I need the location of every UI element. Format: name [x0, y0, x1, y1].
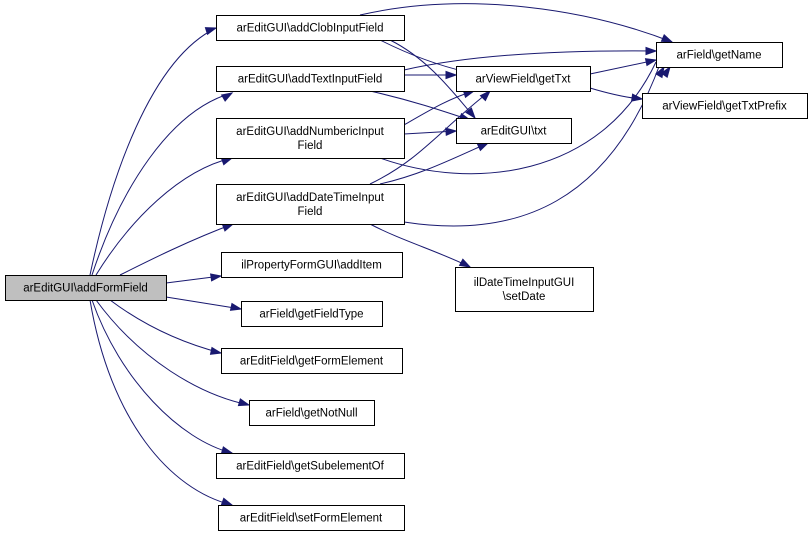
arrowhead-icon [660, 65, 671, 79]
call-edge [379, 142, 489, 185]
node-label: arEditField\getSubelementOf [236, 461, 384, 473]
node-box [456, 66, 591, 92]
call-edge [403, 63, 661, 227]
node-label: arViewField\getTxt [475, 74, 571, 86]
call-edge [359, 3, 673, 43]
call-edge [165, 296, 242, 310]
node-label: arField\getFieldType [259, 309, 363, 321]
node-root[interactable]: arEditGUI\addFormField [5, 275, 167, 301]
node-box [456, 118, 572, 144]
arrowhead-icon [204, 27, 218, 36]
node-box [642, 93, 808, 119]
node-label: arEditGUI\addClobInputField [236, 23, 383, 35]
node-label: arField\getName [676, 50, 761, 62]
node-box [216, 66, 405, 92]
arrowhead-icon [445, 70, 458, 80]
node-box [221, 252, 403, 278]
node-box [5, 275, 167, 301]
arrowhead-icon [631, 93, 644, 102]
node-label: arViewField\getTxtPrefix [662, 101, 787, 113]
node-label: arEditGUI\addTextInputField [238, 74, 382, 86]
node-label: ilPropertyFormGUI\addItem [241, 260, 382, 272]
node-getTxtPrefix[interactable]: arViewField\getTxtPrefix [642, 93, 808, 119]
call-edge [109, 299, 222, 354]
node-getNotNull[interactable]: arField\getNotNull [249, 400, 375, 426]
node-addText[interactable]: arEditGUI\addTextInputField [216, 66, 405, 92]
nodes-layer: arEditGUI\addFormField arEditGUI\addClobI… [5, 15, 808, 531]
node-label: arEditGUI\txt [481, 126, 548, 138]
call-edge [589, 59, 657, 75]
node-getFieldType[interactable]: arField\getFieldType [241, 301, 383, 327]
arrowhead-icon [237, 398, 251, 407]
node-getSubelementOf[interactable]: arEditField\getSubelementOf [216, 453, 405, 479]
arrowhead-icon [221, 223, 235, 232]
node-box [249, 400, 375, 426]
node-label: \setDate [503, 291, 546, 303]
arrowhead-icon [645, 46, 658, 56]
arrowhead-icon [644, 58, 658, 67]
node-setFormElement[interactable]: arEditField\setFormElement [218, 505, 405, 531]
node-label: arEditField\getFormElement [240, 356, 384, 368]
node-label: arEditGUI\addFormField [23, 283, 148, 295]
node-box [241, 301, 383, 327]
arrowhead-icon [220, 446, 234, 455]
arrowhead-icon [476, 142, 490, 152]
arrowhead-icon [465, 107, 476, 120]
call-edge [119, 223, 234, 276]
node-label: arField\getNotNull [265, 408, 357, 420]
node-label: Field [298, 206, 323, 218]
node-addItem[interactable]: ilPropertyFormGUI\addItem [221, 252, 403, 278]
call-edge [89, 299, 233, 506]
node-setDate[interactable]: ilDateTimeInputGUI \setDate [455, 267, 594, 312]
node-label: arEditField\setFormElement [240, 513, 383, 525]
node-addClob[interactable]: arEditGUI\addClobInputField [216, 15, 405, 41]
call-edge [89, 27, 217, 276]
node-getFormElement[interactable]: arEditField\getFormElement [221, 348, 403, 374]
arrowhead-icon [458, 258, 472, 268]
call-edge [403, 50, 657, 71]
call-edge [91, 92, 233, 276]
arrowhead-icon [479, 89, 492, 102]
node-getTxt[interactable]: arViewField\getTxt [456, 66, 591, 92]
call-edge [95, 299, 250, 406]
call-edge [369, 90, 491, 185]
node-box [216, 118, 405, 159]
call-edge [369, 223, 471, 268]
arrowhead-icon [229, 302, 243, 311]
arrowhead-icon [220, 92, 234, 102]
call-edge [95, 157, 233, 276]
node-txt[interactable]: arEditGUI\txt [456, 118, 572, 144]
node-label: ilDateTimeInputGUI [474, 277, 575, 289]
arrowhead-icon [220, 497, 234, 506]
call-edge [379, 61, 657, 175]
node-getName[interactable]: arField\getName [656, 42, 783, 68]
node-box [455, 267, 594, 312]
call-edge [91, 299, 233, 454]
node-box [218, 505, 405, 531]
arrowhead-icon [445, 127, 458, 136]
arrowhead-icon [660, 33, 674, 43]
arrowhead-icon [209, 346, 223, 355]
arrowhead-icon [210, 273, 223, 282]
node-box [216, 184, 405, 225]
node-box [656, 42, 783, 68]
node-label: Field [298, 140, 323, 152]
node-box [221, 348, 403, 374]
node-label: arEditGUI\addNumbericInput [236, 126, 384, 138]
node-box [216, 453, 405, 479]
node-label: arEditGUI\addDateTimeInput [236, 192, 385, 204]
node-box [216, 15, 405, 41]
